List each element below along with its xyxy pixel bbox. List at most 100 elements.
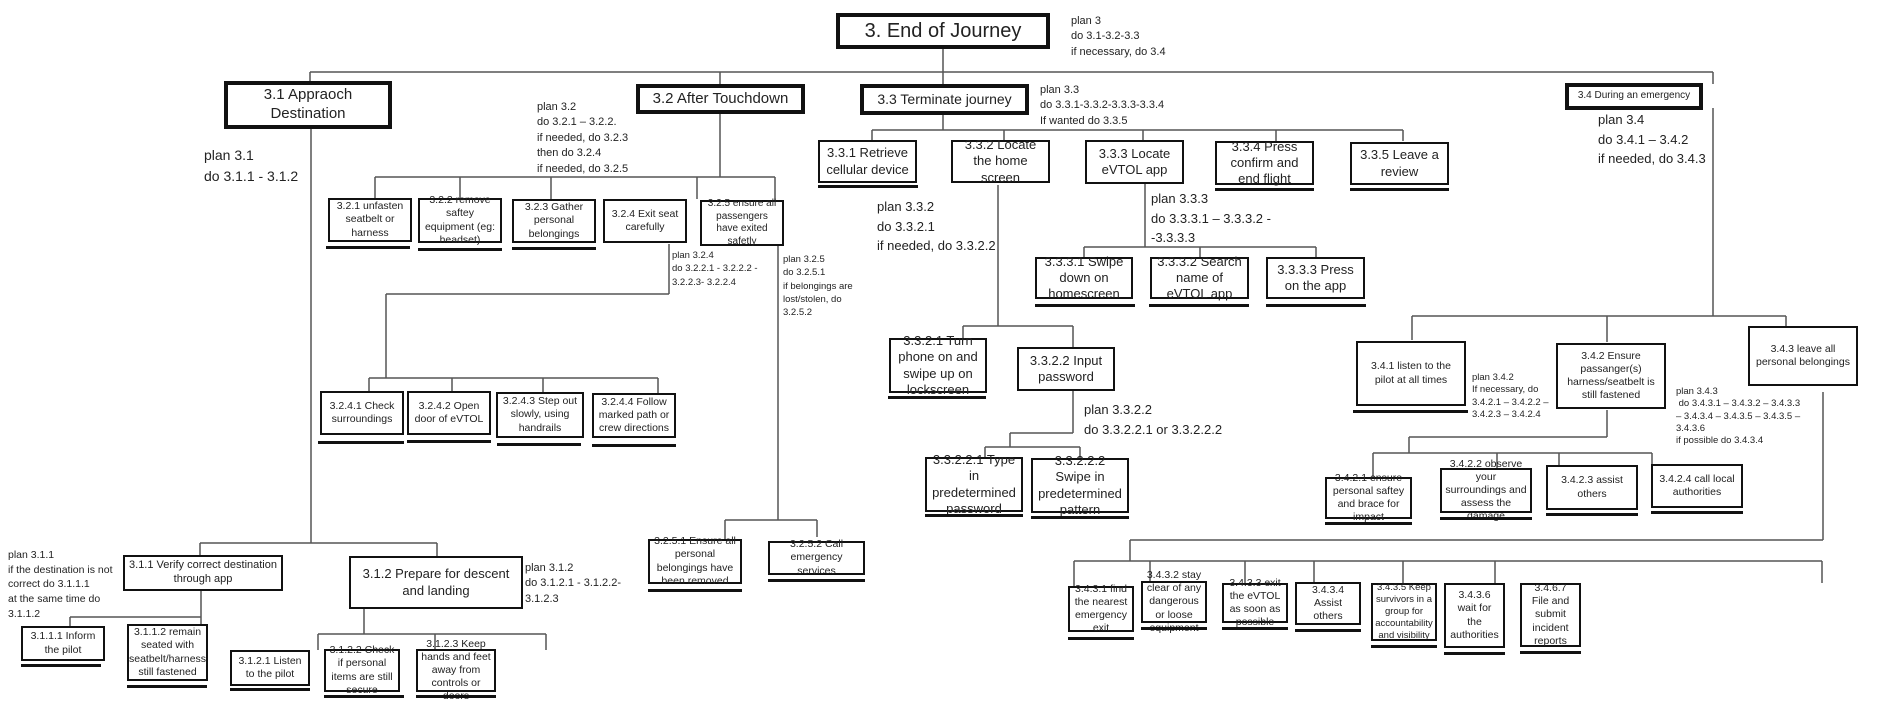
node-3-3-5: 3.3.5 Leave a review — [1350, 142, 1449, 185]
leaf-underline — [888, 396, 986, 399]
leaf-underline — [324, 695, 404, 698]
leaf-underline — [592, 444, 676, 447]
node-3-4-3-1: 3.4.3.1 find the nearest emergency exit — [1068, 583, 1134, 634]
plan-3-3-2: plan 3.3.2 do 3.3.2.1 if needed, do 3.3.… — [877, 199, 996, 253]
leaf-underline — [497, 443, 581, 446]
node-3-4-3-5: 3.4.3.5 Keep survivors in a group for ac… — [1371, 582, 1437, 641]
leaf-underline — [1215, 188, 1314, 191]
node-3-4-2-1: 3.4.2.1 ensure personal saftey and brace… — [1325, 472, 1412, 523]
connector — [309, 48, 1714, 84]
node-3-1: 3.1 Appraoch Destination — [224, 81, 392, 129]
node-3-2-4-2: 3.2.4.2 Open door of eVTOL — [407, 391, 491, 435]
node-3-4-3-6: 3.4.3.6 wait for the authorities — [1444, 583, 1505, 648]
node-3-4-3-2: 3.4.3.2 stay clear of any dangerous or l… — [1141, 569, 1207, 634]
leaf-underline — [1222, 627, 1288, 630]
plan-3-4: plan 3.4 do 3.4.1 – 3.4.2 if needed, do … — [1598, 112, 1706, 166]
node-3-2-1: 3.2.1 unfasten seatbelt or harness — [328, 198, 412, 242]
leaf-underline — [318, 441, 404, 444]
node-3-3-3: 3.3.3 Locate eVTOL app — [1085, 140, 1184, 184]
node-3-4-3-4: 3.4.3.4 Assist others — [1295, 582, 1361, 625]
node-3-2-5-2: 3.2.5.2 Call emergency services — [768, 538, 865, 577]
leaf-underline — [1295, 629, 1361, 632]
plan-3-2-4: plan 3.2.4 do 3.2.2.1 - 3.2.2.2 - 3.2.2.… — [672, 250, 758, 288]
node-3-3-3-2: 3.3.3.2 Search name of eVTOL app — [1150, 254, 1249, 301]
node-3-1-1: 3.1.1 Verify correct destination through… — [123, 555, 283, 591]
leaf-underline — [512, 247, 596, 250]
connector — [962, 185, 1074, 348]
leaf-underline — [1440, 517, 1532, 520]
plan-3-1-2: plan 3.1.2 do 3.1.2.1 - 3.1.2.2- 3.1.2.3 — [525, 562, 622, 605]
node-3-1-1-1: 3.1.1.1 Inform the pilot — [21, 626, 105, 661]
leaf-underline — [1141, 627, 1207, 630]
leaf-underline — [1068, 637, 1134, 640]
connector — [1372, 410, 1653, 478]
leaf-underline — [1520, 651, 1581, 654]
connector — [1411, 108, 1787, 342]
node-3-end-of-journey: 3. End of Journey — [836, 13, 1050, 49]
connector — [199, 128, 438, 556]
node-3-3-2-2-2: 3.3.2.2.2 Swipe in predetermined pattern — [1031, 453, 1129, 517]
node-3-4-3-3: 3.4.3.3 exit the eVTOL as soon as possib… — [1222, 577, 1288, 628]
plan-3-4-3: plan 3.4.3 do 3.4.3.1 – 3.4.3.2 – 3.4.3.… — [1676, 386, 1801, 447]
leaf-underline — [1149, 304, 1249, 307]
node-3-3-3-3: 3.3.3.3 Press on the app — [1266, 257, 1365, 299]
node-3-4-2-2: 3.4.2.2 observe your surroundings and as… — [1440, 458, 1532, 522]
leaf-underline — [418, 248, 502, 251]
node-3-1-2-3: 3.1.2.3 Keep hands and feet away from co… — [416, 638, 496, 702]
connector — [1073, 392, 1824, 587]
node-3-2-4: 3.2.4 Exit seat carefully — [603, 199, 687, 243]
node-3-3-2: 3.3.2 Locate the home screen — [951, 137, 1050, 185]
connector — [69, 591, 202, 633]
plan-3-3-3: plan 3.3.3 do 3.3.3.1 – 3.3.3.2 - -3.3.3… — [1151, 191, 1271, 245]
leaf-underline — [230, 688, 310, 691]
leaf-underline — [1651, 511, 1743, 514]
node-3-4: 3.4 During an emergency — [1565, 83, 1703, 110]
leaf-underline — [1546, 513, 1638, 516]
node-3-4-2: 3.4.2 Ensure passanger(s) harness/seatbe… — [1556, 343, 1666, 409]
connector — [1083, 184, 1317, 258]
plan-3-1: plan 3.1 do 3.1.1 - 3.1.2 — [204, 147, 299, 184]
plan-3-2-5: plan 3.2.5 do 3.2.5.1 if belongings are … — [783, 254, 853, 319]
node-3-3-1: 3.3.1 Retrieve cellular device — [818, 140, 917, 183]
node-3-2-2: 3.2.2 remove saftey equipment (eg: heads… — [418, 194, 502, 246]
leaf-underline — [1266, 304, 1366, 307]
node-3-3-4: 3.3.4 Press confirm and end flight — [1215, 139, 1314, 186]
node-3-3-2-1: 3.3.2.1 Turn phone on and swipe up on lo… — [889, 333, 987, 397]
leaf-underline — [1325, 522, 1412, 525]
node-3-2-4-4: 3.2.4.4 Follow marked path or crew direc… — [592, 393, 676, 438]
node-3-2: 3.2 After Touchdown — [636, 84, 805, 114]
leaf-underline — [407, 440, 491, 443]
connector — [724, 246, 818, 540]
plan-3-4-2: plan 3.4.2 If necessary, do 3.4.2.1 – 3.… — [1472, 372, 1549, 421]
connector — [317, 608, 547, 650]
plan-3-3: plan 3.3 do 3.3.1-3.3.2-3.3.3-3.3.4 If w… — [1040, 84, 1165, 127]
connector — [374, 113, 776, 201]
node-3-2-4-1: 3.2.4.1 Check surroundings — [320, 391, 404, 435]
node-3-3: 3.3 Terminate journey — [860, 84, 1029, 115]
plan-3-3-2-2: plan 3.3.2.2 do 3.3.2.2.1 or 3.3.2.2.2 — [1084, 402, 1223, 437]
leaf-underline — [768, 579, 865, 582]
connector — [368, 244, 670, 394]
node-3-1-2-1: 3.1.2.1 Listen to the pilot — [230, 650, 310, 686]
leaf-underline — [648, 589, 742, 592]
node-3-2-3: 3.2.3 Gather personal belongings — [512, 199, 596, 243]
leaf-underline — [416, 695, 496, 698]
node-3-4-6-7: 3.4.6.7 File and submit incident reports — [1520, 582, 1581, 647]
node-3-1-2: 3.1.2 Prepare for descent and landing — [349, 556, 523, 609]
leaf-underline — [1371, 645, 1437, 648]
node-3-4-2-3: 3.4.2.3 assist others — [1546, 465, 1638, 510]
leaf-underline — [1035, 304, 1135, 307]
node-3-3-2-2-1: 3.3.2.2.1 Type in predetermined password — [925, 452, 1023, 516]
leaf-underline — [127, 685, 207, 688]
leaf-underline — [1350, 188, 1449, 191]
node-3-1-2-2: 3.1.2.2 Check if personal items are stil… — [324, 644, 400, 696]
node-3-2-5: 3.2.5 ensure all passengers have exited … — [700, 198, 784, 247]
plan-3-1-1: plan 3.1.1 if the destination is not cor… — [8, 549, 113, 620]
leaf-underline — [21, 664, 101, 667]
node-3-2-4-3: 3.2.4.3 Step out slowly, using handrails — [496, 392, 584, 438]
leaf-underline — [1031, 516, 1129, 519]
node-3-3-2-2: 3.3.2.2 Input password — [1017, 347, 1115, 391]
leaf-underline — [818, 185, 918, 188]
plan-3-2: plan 3.2 do 3.2.1 – 3.2.2. if needed, do… — [537, 101, 629, 175]
